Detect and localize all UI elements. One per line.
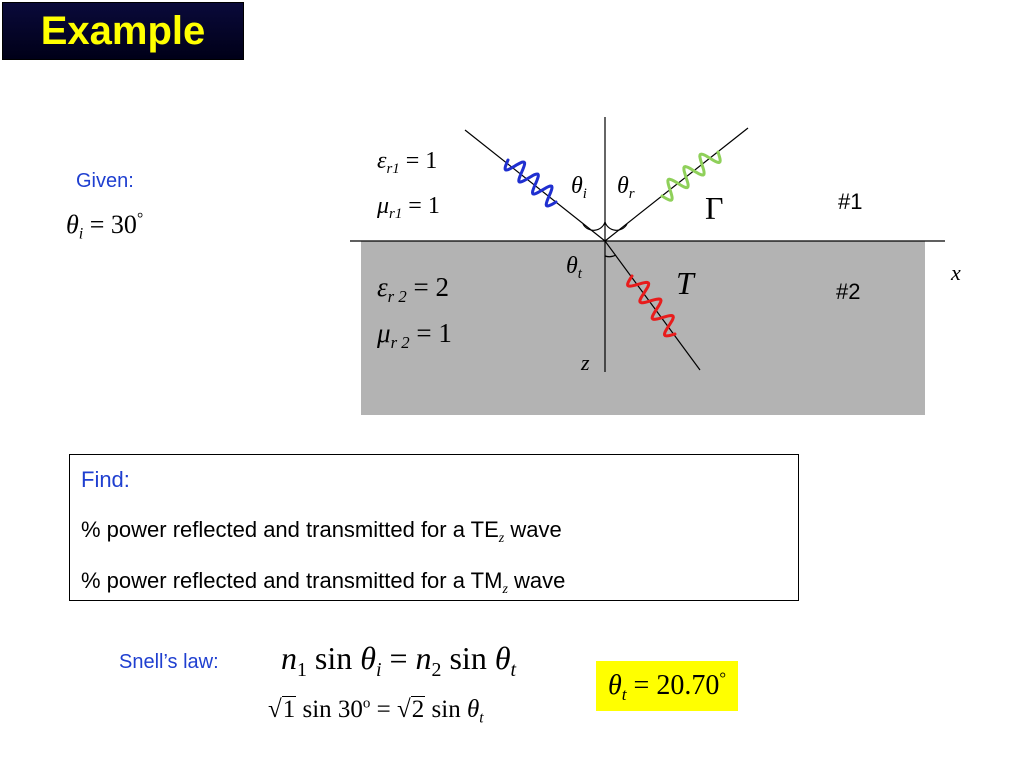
sqrt-sign: √ bbox=[397, 696, 411, 723]
x-axis-label: x bbox=[951, 260, 961, 285]
transmitted-ray bbox=[604, 240, 701, 371]
sqrt-sign: √ bbox=[268, 696, 282, 723]
mu-r2-equation: μr 2 = 1 bbox=[377, 318, 452, 352]
theta-r-arc bbox=[604, 221, 628, 231]
theta-i-arc bbox=[582, 221, 606, 231]
eps-r2-equation: εr 2 = 2 bbox=[377, 272, 449, 306]
theta-t-arc bbox=[604, 254, 617, 258]
theta-t-result: θt = 20.70° bbox=[607, 668, 727, 705]
given-theta-equation: θi = 30° bbox=[66, 210, 144, 243]
theta-r-label: θr bbox=[617, 173, 635, 203]
medium-1-label: #1 bbox=[838, 189, 863, 214]
given-label: Given: bbox=[76, 170, 134, 192]
slide-title: Example bbox=[40, 8, 206, 53]
mu-r1-equation: μr1 = 1 bbox=[377, 193, 440, 223]
snells-law-label: Snell’s law: bbox=[119, 651, 219, 673]
snells-law-substituted: √1 sin 30o = √2 sin θt bbox=[268, 695, 484, 727]
reflected-ray bbox=[604, 127, 749, 242]
medium-2-label: #2 bbox=[836, 279, 861, 304]
transmitted-wave bbox=[626, 274, 677, 338]
find-line-te: % power reflected and transmitted for a … bbox=[81, 517, 562, 546]
snells-law-equation: n1 sin θi = n2 sin θt bbox=[281, 640, 517, 681]
find-line-tm: % power reflected and transmitted for a … bbox=[81, 568, 566, 597]
reflection-coefficient-symbol: Γ bbox=[705, 190, 724, 226]
incident-wave bbox=[503, 158, 558, 208]
medium-2-region bbox=[361, 241, 925, 415]
find-box: Find: % power reflected and transmitted … bbox=[69, 454, 799, 601]
result-highlight: θt = 20.70° bbox=[596, 661, 738, 711]
transmission-coefficient-symbol: T bbox=[676, 265, 694, 301]
z-axis-label: z bbox=[581, 350, 590, 375]
theta-symbol: θ bbox=[66, 210, 79, 239]
slide-title-banner: Example bbox=[2, 2, 244, 60]
theta-t-label: θt bbox=[566, 253, 582, 283]
reflected-wave bbox=[660, 150, 722, 202]
theta-i-label: θi bbox=[571, 173, 587, 203]
find-heading: Find: bbox=[81, 467, 130, 492]
eps-r1-equation: εr1 = 1 bbox=[377, 148, 438, 178]
